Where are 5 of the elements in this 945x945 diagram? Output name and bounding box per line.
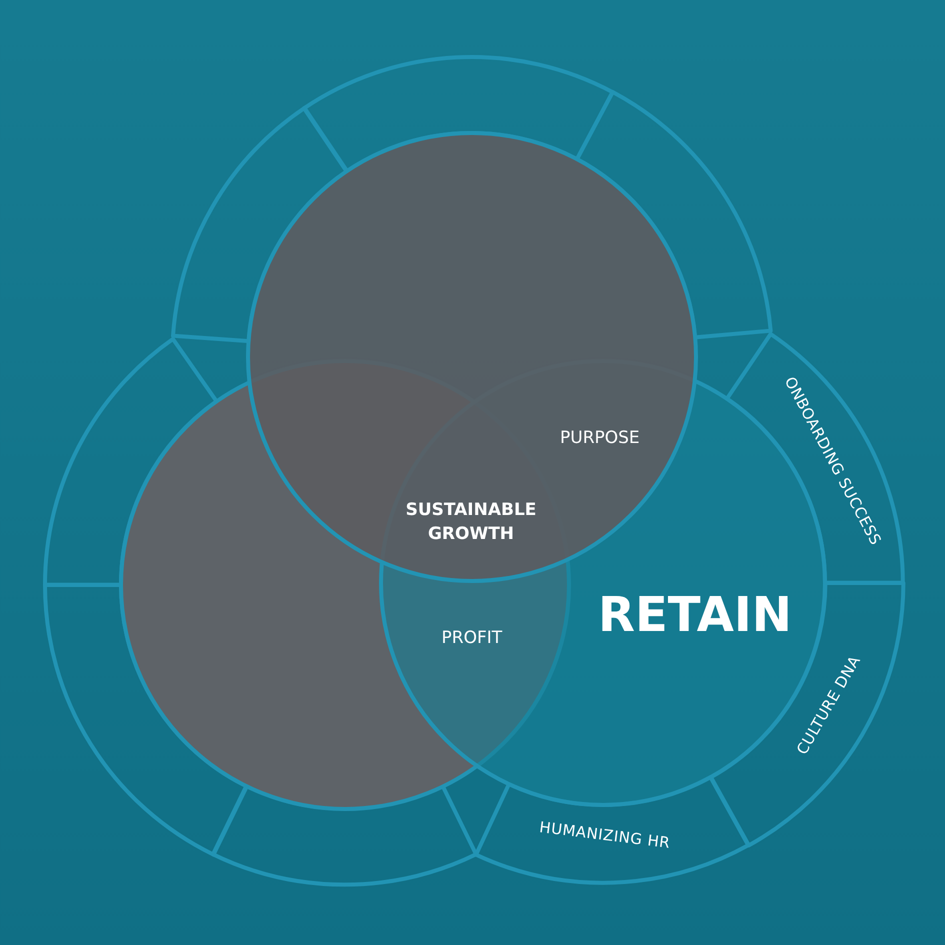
main-title: RETAIN bbox=[598, 587, 792, 643]
region-label: PROFIT bbox=[442, 628, 502, 648]
segment-label: HUMANIZING HR bbox=[538, 818, 672, 852]
region-label: SUSTAINABLE GROWTH bbox=[404, 498, 538, 546]
region-label: PURPOSE bbox=[560, 428, 640, 448]
